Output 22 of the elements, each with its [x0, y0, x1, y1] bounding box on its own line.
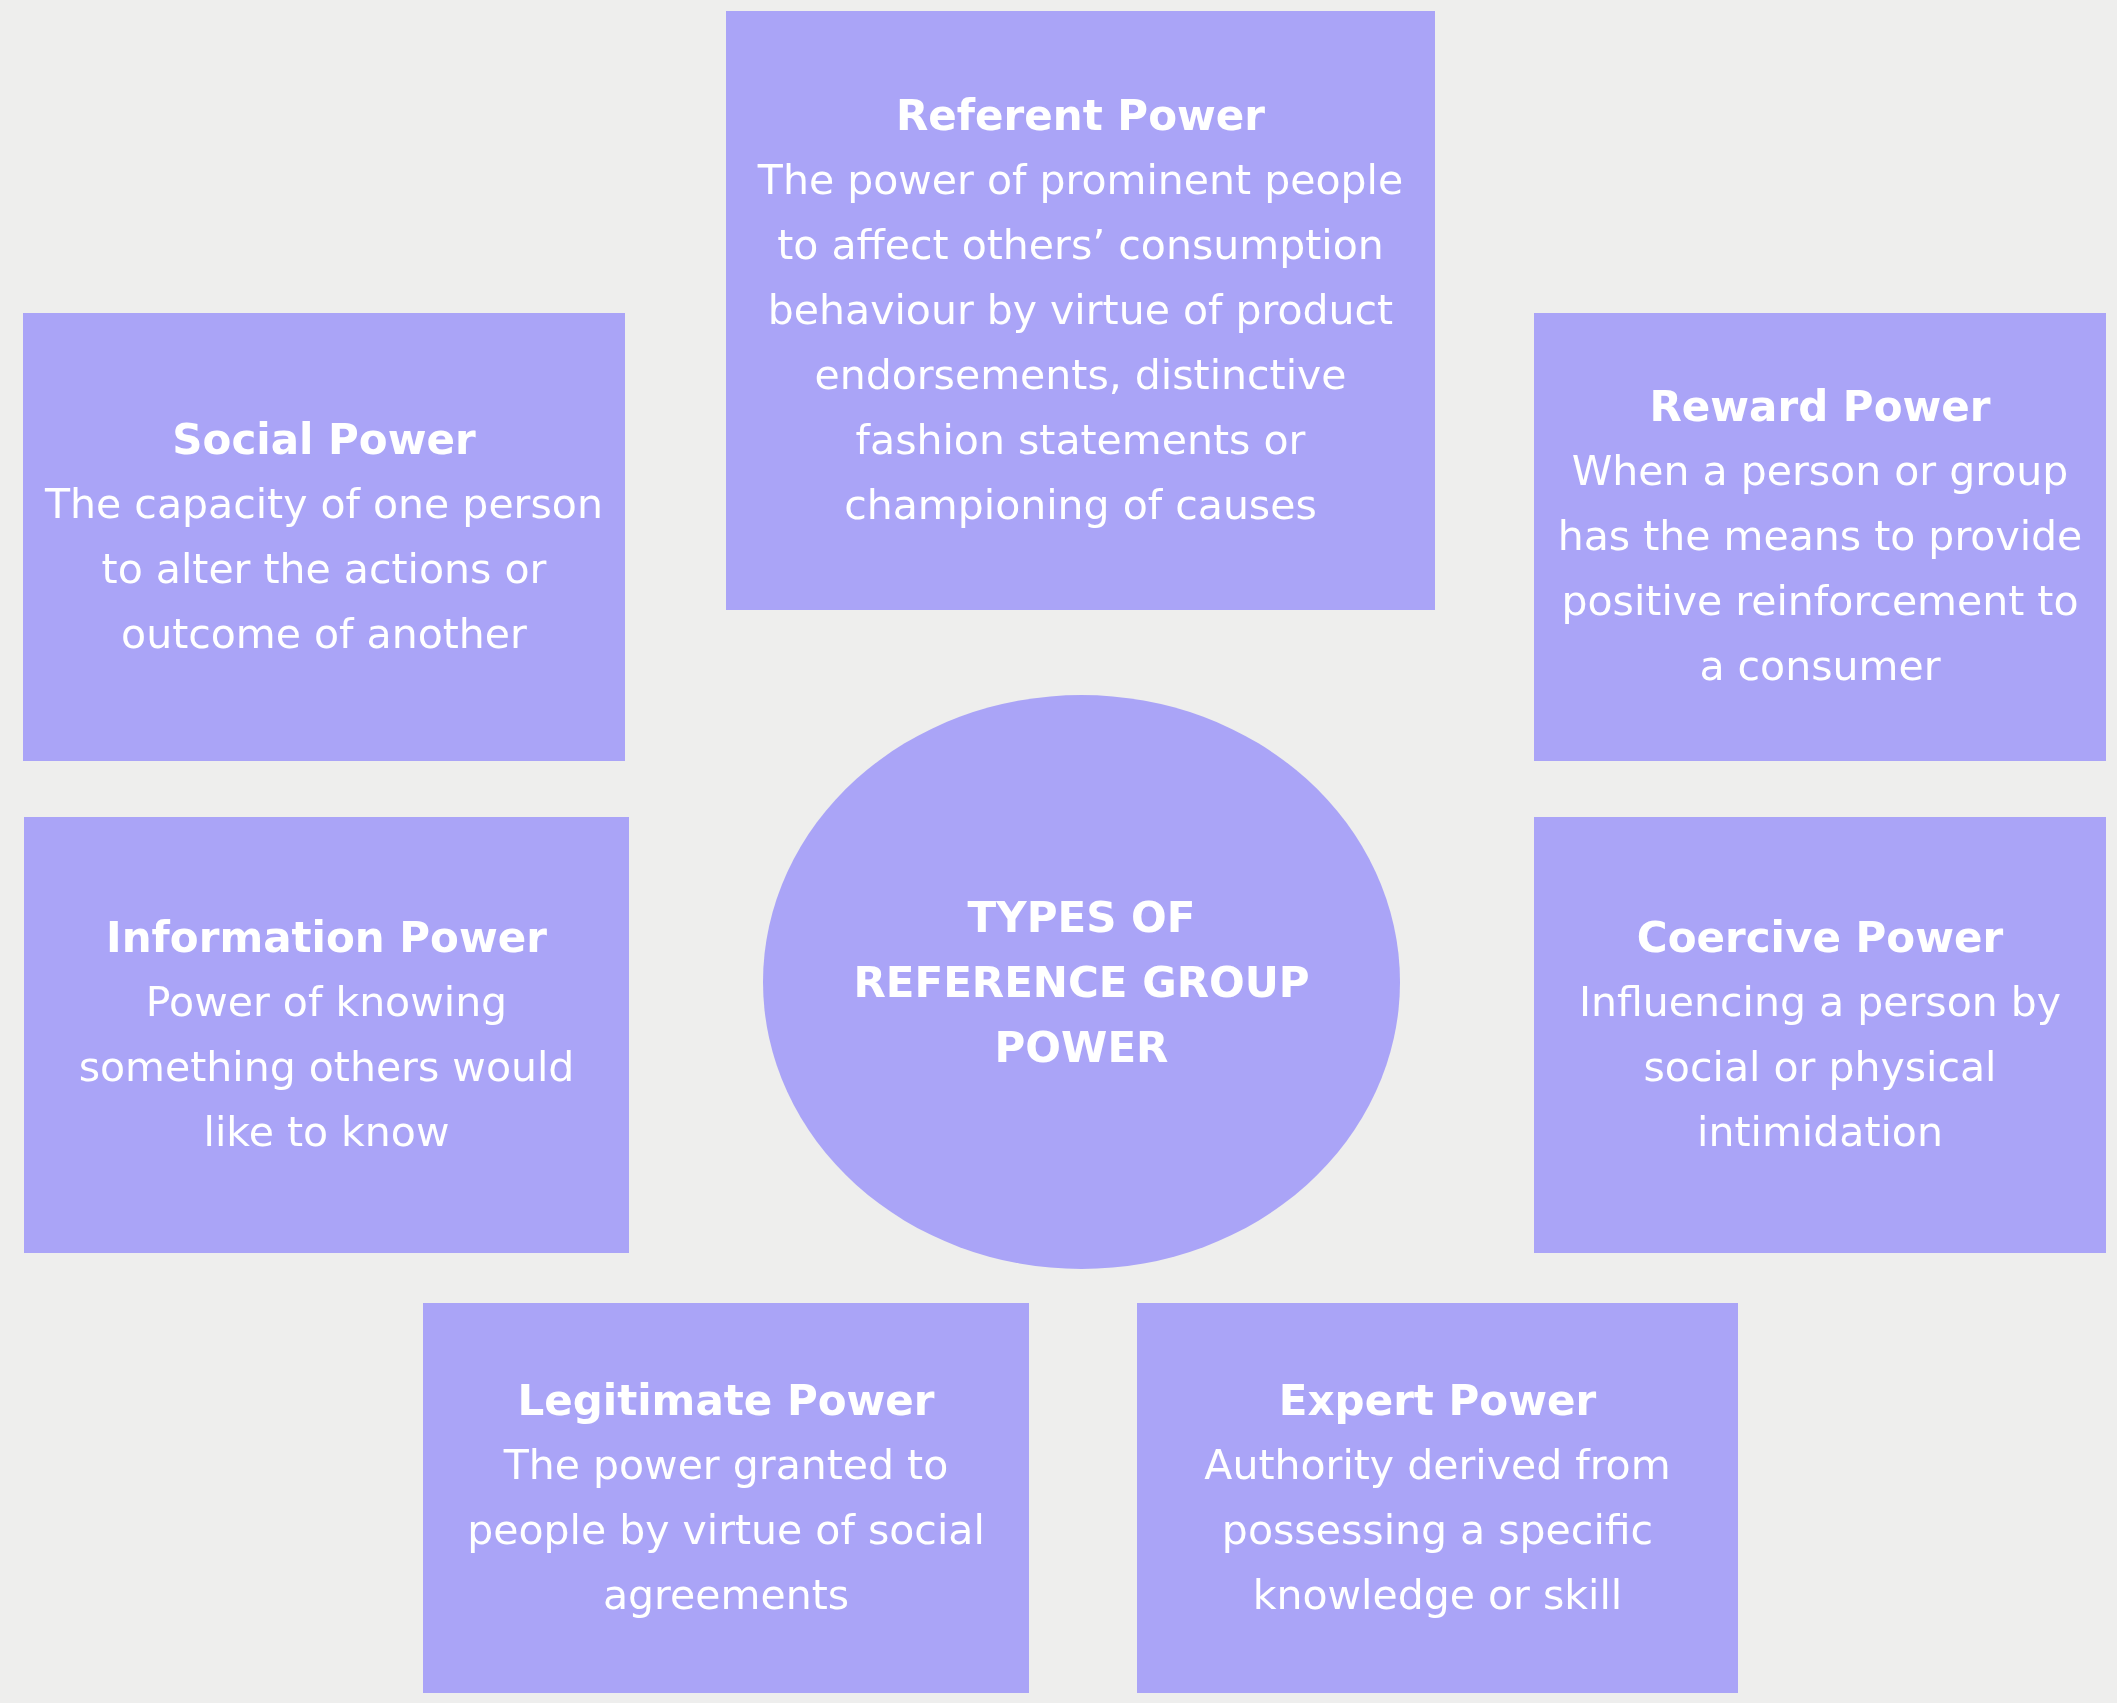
card-description: Power of knowing something others would like to know [77, 976, 576, 1158]
definition-card [423, 1303, 1029, 1693]
card-description: The power granted to people by virtue of social agreements [466, 1439, 986, 1621]
card-description: When a person or group has the means to provide positive reinforcement to a consumer [1556, 446, 2084, 692]
definition-card [1534, 313, 2106, 761]
card-description: Authority derived from possessing a specific knowledge or skill [1203, 1439, 1672, 1621]
card-heading: Coercive Power [1636, 911, 2004, 964]
definition-card [726, 11, 1435, 610]
card-heading: Expert Power [1278, 1374, 1597, 1427]
card-heading: Referent Power [896, 89, 1265, 142]
definition-card [23, 313, 625, 761]
definition-card [1137, 1303, 1738, 1693]
card-heading: Reward Power [1649, 381, 1991, 433]
card-heading: Social Power [172, 413, 476, 466]
card-heading: Information Power [106, 911, 547, 964]
card-description: Influencing a person by social or physical intimidation [1577, 976, 2063, 1158]
node-label: TYPES OF REFERENCE GROUP POWER [852, 891, 1311, 1074]
card-heading: Legitimate Power [517, 1374, 935, 1427]
card-description: The capacity of one person to alter the actions or outcome of another [44, 478, 604, 660]
card-description: The power of prominent people to affect others’ consumption behaviour by virtue of product endorsements, distinctive fashion statements or championing of causes [756, 154, 1405, 531]
definition-card [1534, 817, 2106, 1253]
definition-card [24, 817, 629, 1253]
